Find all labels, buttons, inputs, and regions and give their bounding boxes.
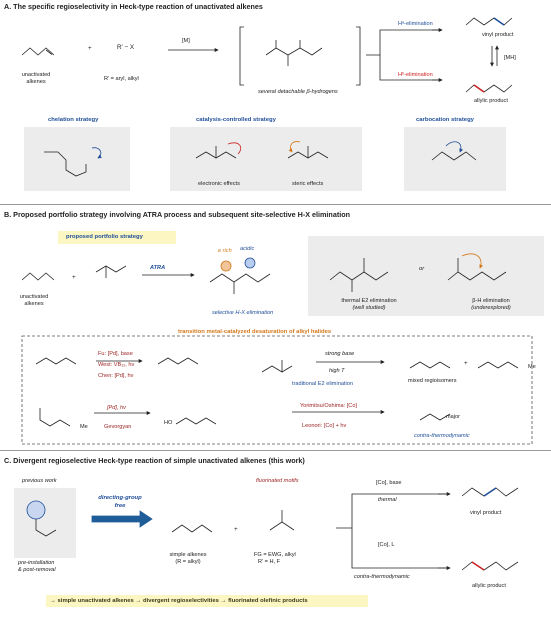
b-plus-sign-2: + [464, 360, 468, 367]
atra-product-skeleton [209, 273, 271, 283]
b-substrate-label: unactivated alkenes [19, 294, 49, 307]
underexplored-label: (underexplored) [471, 305, 511, 311]
r-prime-definition: R′ = H, F [258, 559, 281, 565]
strong-base-label: strong base [325, 351, 355, 357]
proposed-strategy-label: proposed portfolio strategy [66, 234, 143, 240]
chelation-strategy-title: chelation strategy [48, 117, 99, 123]
vinyl-product-label: vinyl product [482, 32, 514, 38]
a-branch-lines [366, 29, 440, 81]
a-allylic-product [465, 84, 513, 93]
c-vinyl-product-label: vinyl product [470, 510, 502, 516]
e-rich-label: e rich [218, 248, 232, 254]
beta-h-elimination-label: β-H elimination [472, 298, 510, 304]
section-b-title: B. Proposed portfolio strategy involving… [4, 210, 350, 219]
previous-work-label: previous work [22, 478, 57, 484]
summary-label: → simple unactivated alkenes → divergent… [50, 598, 308, 604]
directing-group-label: directing-group [98, 495, 142, 501]
plus-sign: + [88, 45, 92, 52]
substrate-label: unactivated alkenes [21, 72, 51, 85]
pd-hv-conditions: [Pd], hv [107, 405, 126, 411]
well-studied-label: (well studied) [352, 305, 386, 311]
chelation-box [24, 127, 130, 191]
ha-elimination-label: Hᵃ-elimination [398, 21, 433, 27]
section-a-title: A. The specific regioselectivity in Heck… [4, 2, 263, 11]
a-intermediate-skeleton [265, 47, 323, 56]
post-removal-label: & post-removal [18, 567, 56, 573]
me-label-2: Me [80, 424, 88, 430]
r-alkyl-label: (R = alkyl) [175, 559, 201, 565]
c-contra-thermodynamic-label: contra-thermodynamic [354, 574, 410, 580]
thermal-e2-label: thermal E2 elimination [341, 298, 397, 304]
b-comparison-box [308, 236, 544, 316]
gevorgyan-label: Gevorgyan [104, 424, 132, 430]
proposed-highlight [58, 231, 176, 244]
acidic-label: acidic [240, 246, 255, 252]
steric-effects-label: steric effects [292, 181, 324, 187]
section-divider-1 [0, 204, 551, 205]
traditional-e2-label: traditional E2 elimination [292, 381, 353, 387]
tm-desaturation-title: transition metal-catalyzed desaturation … [178, 329, 332, 335]
simple-alkenes-label: simple alkenes [169, 552, 207, 558]
catalysis-strategy-title: catalysis-controlled strategy [196, 117, 276, 123]
dg-free-arrow [91, 510, 153, 528]
catalysis-box [170, 127, 362, 191]
c-allylic-product [461, 561, 519, 571]
pre-installation-label: pre-installation [18, 560, 55, 566]
tm-desaturation-box [21, 335, 533, 445]
major-label: major [446, 414, 460, 420]
reagent-definition: R′ = aryl, alkyl [104, 76, 139, 82]
fg-definition: FG = EWG, alkyl [254, 552, 296, 558]
c-plus-sign: + [234, 526, 238, 533]
mixed-regioisomers-label: mixed regioisomers [408, 378, 457, 384]
or-label: or [419, 266, 425, 272]
west-conditions: West: VB₁₂, hv [98, 362, 135, 368]
c-allylic-product-label: allylic product [472, 583, 506, 589]
fluorinated-motifs-label: fluorinated motifs [256, 478, 299, 484]
reagent-label: R′ − X [117, 44, 135, 51]
section-c-title: C. Divergent regioselective Heck-type re… [4, 456, 305, 465]
co-l-conditions: [Co], L [378, 542, 395, 548]
mh-label: [MH] [504, 55, 516, 61]
intermediate-caption: several detachable β-hydrogens [258, 89, 338, 95]
catalyst-label: [M] [182, 38, 190, 44]
free-label: free [114, 503, 126, 509]
carbocation-strategy-title: carbocation strategy [416, 117, 474, 123]
a-substrate-skeleton [21, 47, 55, 56]
electronic-effects-label: electronic effects [198, 181, 240, 187]
selective-elimination-label: selective H-X elimination [212, 310, 274, 316]
leonori-conditions: Leonori: [Co] + hv [302, 423, 347, 429]
chen-conditions: Chen: [Pd], hv [98, 373, 134, 379]
c-branch-lines [336, 493, 446, 569]
b-plus-sign: + [72, 274, 76, 281]
allylic-product-label: allylic product [474, 98, 508, 104]
a-vinyl-product [465, 17, 513, 26]
thermal-label: thermal [378, 497, 397, 503]
co-base-conditions: [Co], base [376, 480, 402, 486]
section-divider-2 [0, 450, 551, 451]
hb-elimination-label: Hᵇ-elimination [398, 72, 433, 78]
yorimitsu-conditions: Yorimitsu/Oshima: [Co] [300, 403, 357, 409]
high-t-label: high T [329, 368, 345, 374]
fu-conditions: Fu: [Pd], base [98, 351, 133, 357]
summary-highlight [46, 595, 368, 607]
c-substrate-skeleton [171, 524, 213, 533]
ho-label: HO [164, 420, 173, 426]
b-substrate-skeleton [21, 272, 55, 281]
atra-label: ATRA [150, 265, 166, 271]
contra-thermodynamic-label: contra-thermodynamic [414, 433, 470, 439]
previous-work-box [14, 488, 76, 558]
